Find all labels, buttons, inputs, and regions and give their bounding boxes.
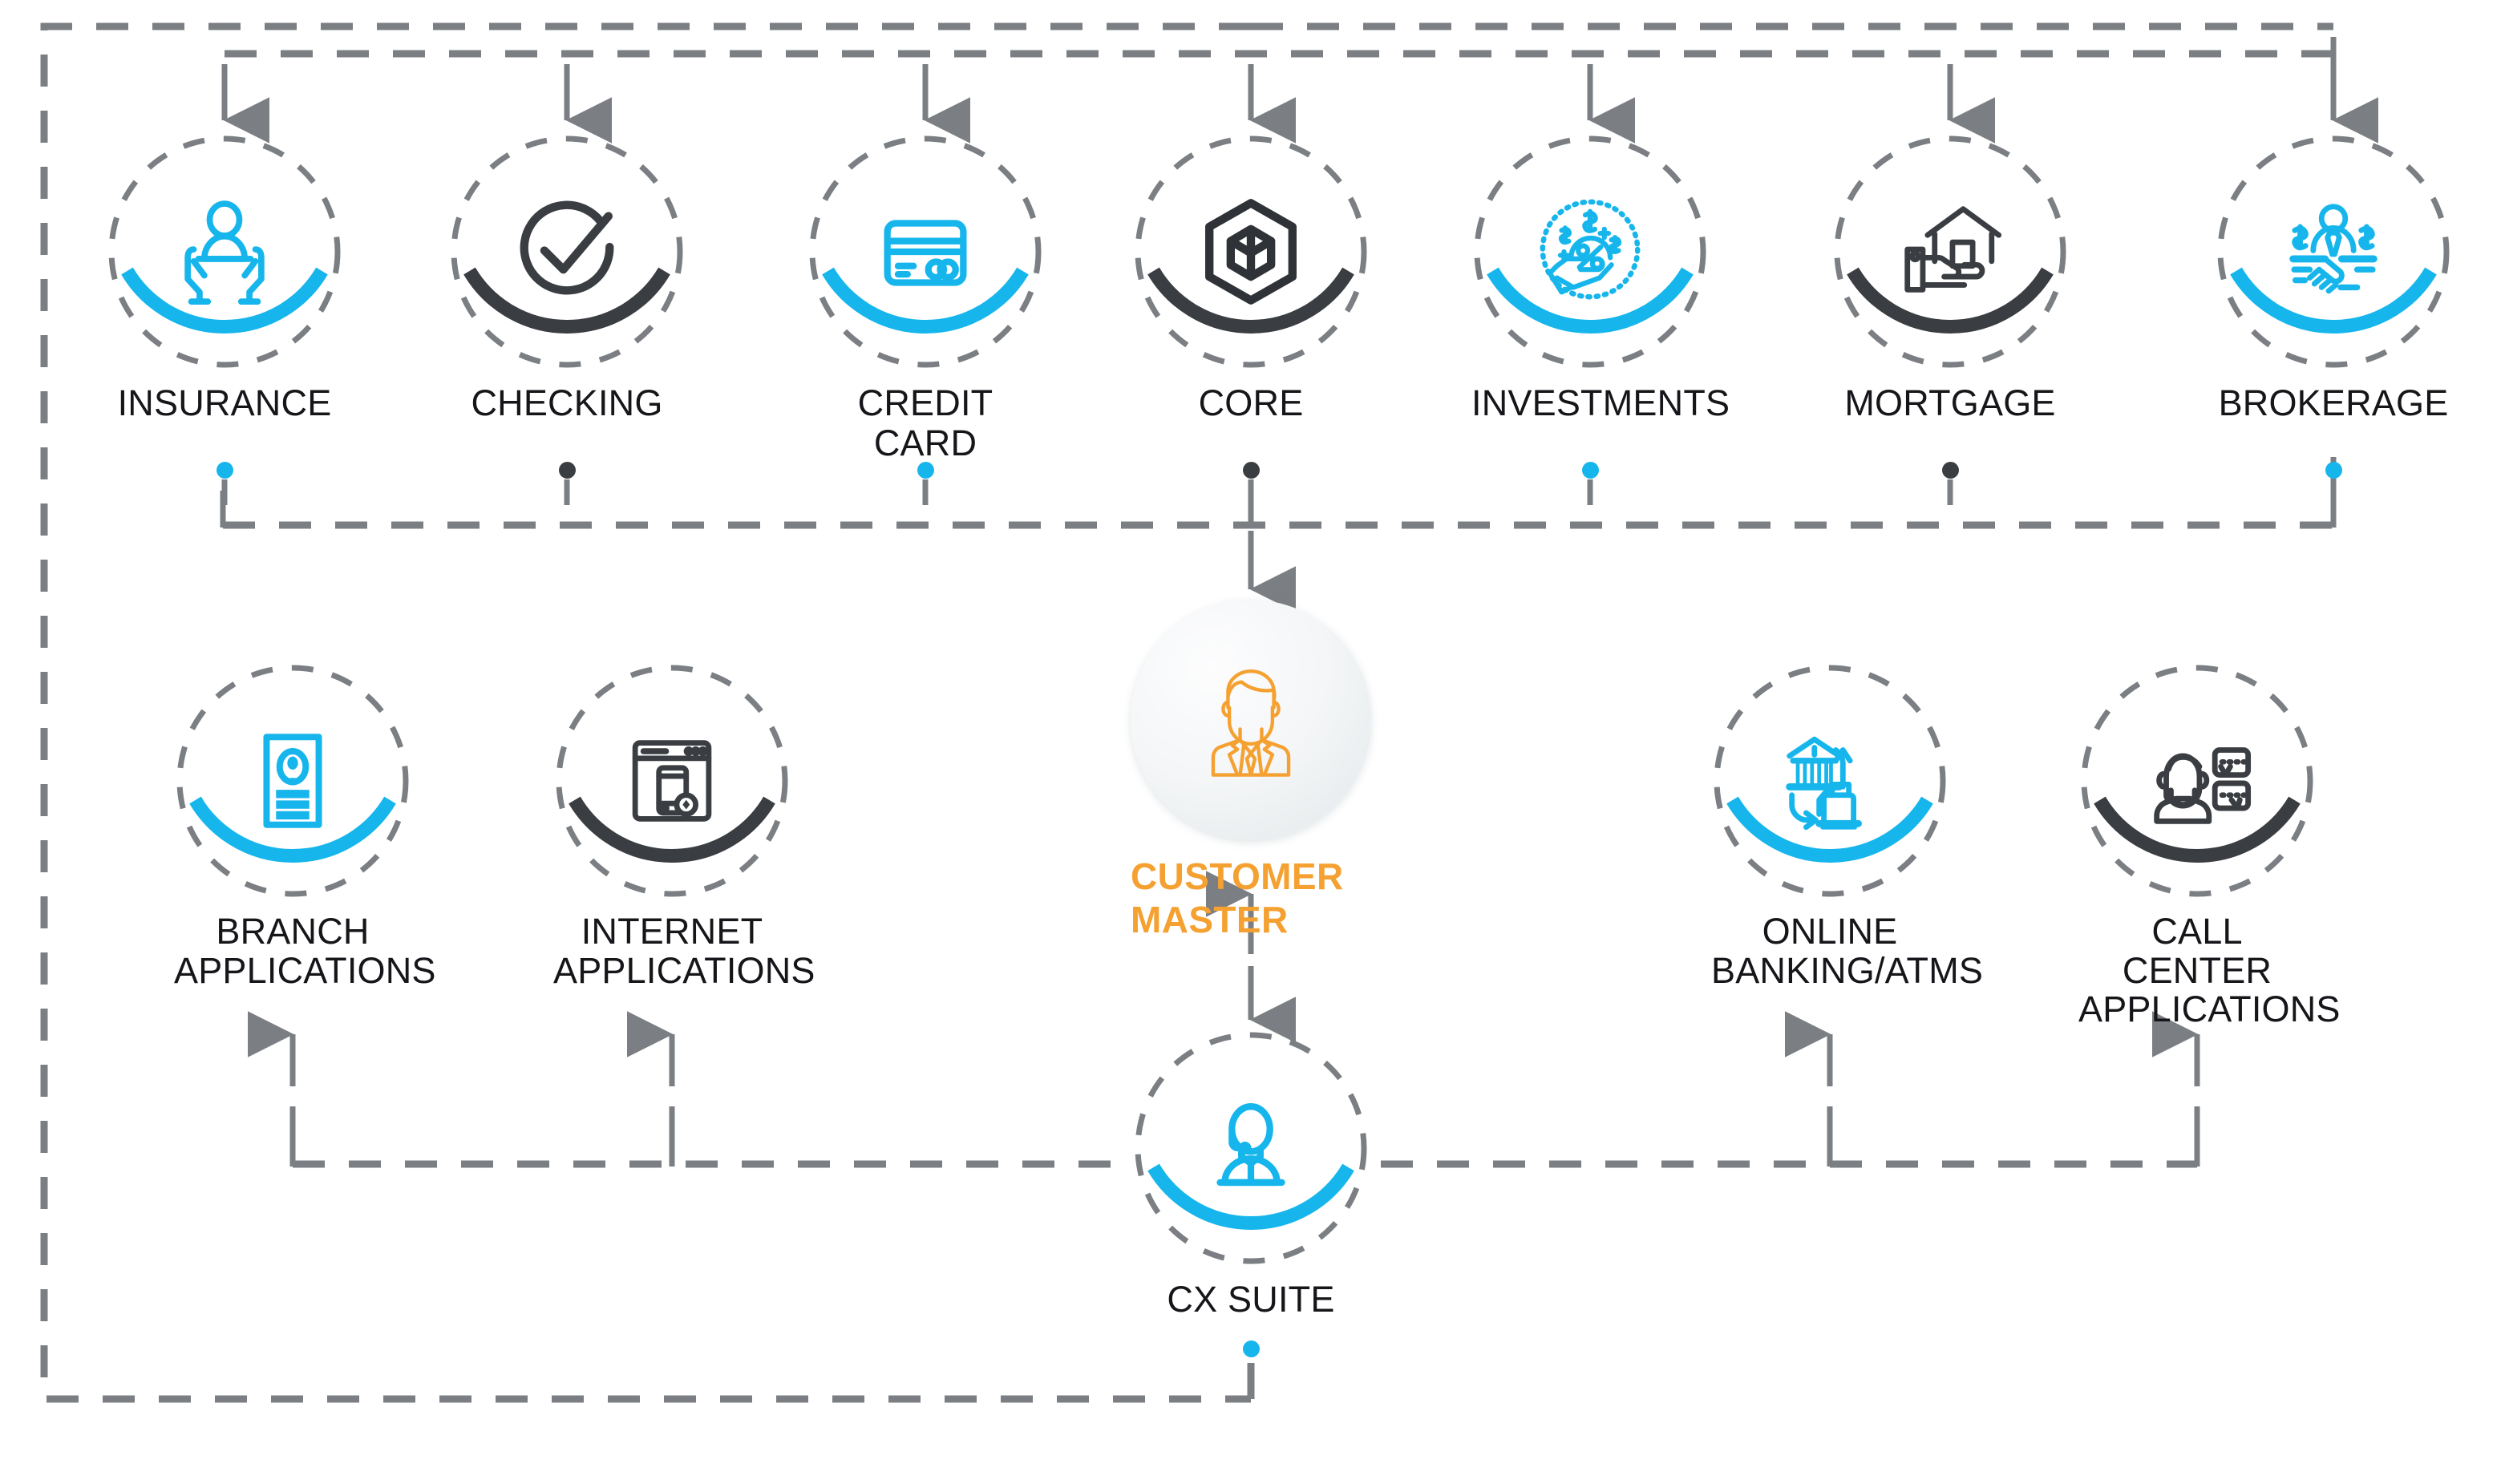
bank-exchange-atm-icon [1711, 662, 1949, 900]
investments-dot [1582, 462, 1599, 479]
headset-agent-icon [1132, 1029, 1370, 1267]
hexagon-cube-icon [1132, 133, 1370, 370]
node-online-banking-atms[interactable]: ONLINE BANKING/ATMS [1711, 662, 1984, 991]
customer-master-circle [1131, 600, 1371, 840]
online-banking-ring [1711, 662, 1949, 900]
businessman-avatar-icon [1184, 651, 1318, 790]
credit-card-ring [807, 133, 1044, 370]
brokerage-ring [2215, 133, 2452, 370]
node-credit-card[interactable]: CREDIT CARD [807, 133, 1044, 464]
credit-card-label: CREDIT CARD [857, 382, 994, 464]
credit-card-icon [807, 133, 1044, 370]
node-internet-applications[interactable]: INTERNET APPLICATIONS [553, 662, 815, 991]
core-dot [1243, 462, 1260, 479]
internet-applications-ring [553, 662, 791, 900]
hand-percent-coins-icon [1471, 133, 1709, 370]
node-insurance[interactable]: INSURANCE [106, 133, 343, 423]
branch-applications-ring [174, 662, 411, 900]
cx-suite-ring [1132, 1029, 1370, 1267]
core-ring [1132, 133, 1370, 370]
brokerage-dot [2325, 462, 2342, 479]
insurance-label: INSURANCE [117, 382, 332, 423]
node-call-center-applications[interactable]: CALL CENTER APPLICATIONS [2078, 662, 2341, 1030]
insurance-dot [217, 462, 233, 479]
checking-label: CHECKING [471, 382, 663, 423]
internet-applications-label: INTERNET APPLICATIONS [553, 911, 815, 991]
credit-card-dot [917, 462, 934, 479]
investments-ring [1471, 133, 1709, 370]
hands-holding-person-icon [106, 133, 343, 370]
node-brokerage[interactable]: BROKERAGE [2215, 133, 2452, 423]
mortgage-ring [1831, 133, 2069, 370]
branch-applications-label: BRANCH APPLICATIONS [174, 911, 436, 991]
node-customer-master[interactable]: CUSTOMER MASTER [1131, 600, 1371, 941]
handshake-dollar-icon [2215, 133, 2452, 370]
node-mortgage[interactable]: MORTGAGE [1831, 133, 2069, 423]
investments-label: INVESTMENTS [1471, 382, 1730, 423]
mortgage-dot [1942, 462, 1959, 479]
node-cx-suite[interactable]: CX SUITE [1132, 1029, 1370, 1320]
hand-holding-house-icon [1831, 133, 2069, 370]
checking-dot [559, 462, 576, 479]
brokerage-label: BROKERAGE [2218, 382, 2449, 423]
cx-suite-dot [1243, 1340, 1260, 1357]
customer-master-label: CUSTOMER MASTER [1131, 855, 1344, 940]
core-label: CORE [1198, 382, 1304, 423]
call-center-label: CALL CENTER APPLICATIONS [2078, 911, 2341, 1030]
node-branch-applications[interactable]: BRANCH APPLICATIONS [174, 662, 436, 991]
insurance-ring [106, 133, 343, 370]
node-core[interactable]: CORE [1132, 133, 1370, 423]
headset-chat-icon [2078, 662, 2316, 900]
node-checking[interactable]: CHECKING [448, 133, 686, 423]
mortgage-label: MORTGAGE [1844, 382, 2056, 423]
checking-ring [448, 133, 686, 370]
id-document-icon [174, 662, 411, 900]
check-circle-icon [448, 133, 686, 370]
cx-suite-label: CX SUITE [1167, 1279, 1335, 1320]
call-center-ring [2078, 662, 2316, 900]
browser-mobile-icon [553, 662, 791, 900]
node-investments[interactable]: INVESTMENTS [1471, 133, 1730, 423]
online-banking-label: ONLINE BANKING/ATMS [1711, 911, 1984, 991]
